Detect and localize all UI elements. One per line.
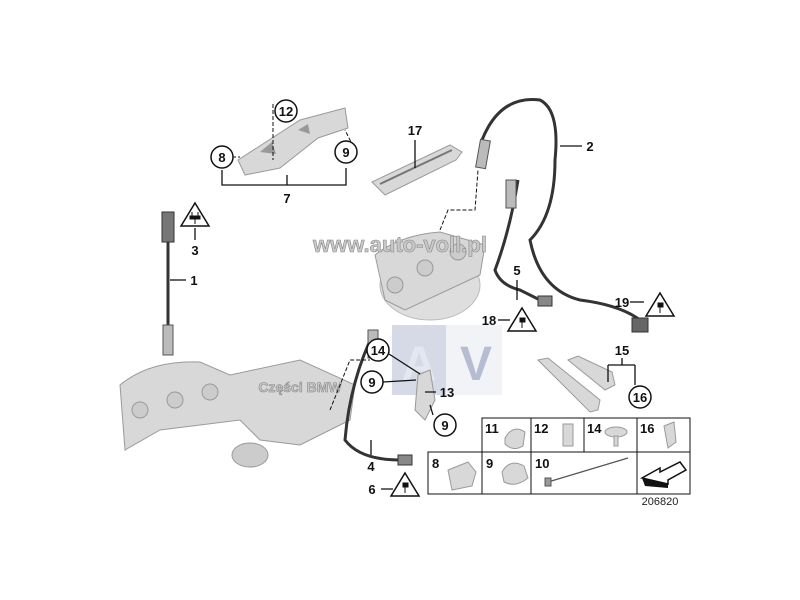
clip-16	[663, 421, 677, 449]
callout-17: 17	[408, 123, 422, 138]
callout-5: 5	[513, 263, 520, 278]
cable-tie-10	[547, 457, 629, 483]
table-label-11: 11	[485, 421, 499, 436]
clip-9	[501, 462, 529, 485]
site-watermark: www.auto-voll.pl	[312, 232, 487, 257]
oxygen-sensor-2	[475, 98, 649, 333]
oxygen-sensor-1	[161, 211, 175, 356]
table-label-8: 8	[432, 456, 439, 471]
exhaust-manifold-right	[374, 231, 486, 321]
warning-plug-triangle-icon	[506, 306, 538, 332]
parts-table: 11 12 14 16 8 9 10	[427, 417, 691, 495]
warning-plug-triangle-icon	[179, 201, 211, 227]
callout-9: 9	[342, 145, 349, 160]
callout-9: 9	[441, 418, 448, 433]
callout-4: 4	[367, 459, 375, 474]
callout-8: 8	[218, 150, 225, 165]
leader-lines	[170, 104, 644, 490]
direction-arrow-icon	[639, 461, 688, 488]
callout-15: 15	[615, 343, 629, 358]
callout-13: 13	[440, 385, 454, 400]
table-label-12: 12	[534, 421, 548, 436]
callout-1: 1	[190, 273, 197, 288]
callout-16: 16	[633, 390, 647, 405]
exhaust-manifold-left	[119, 359, 356, 468]
warning-plug-triangle-icon	[644, 291, 676, 317]
bracket-15	[536, 355, 616, 413]
callout-14: 14	[371, 343, 386, 358]
warning-plug-triangle-icon	[389, 471, 421, 497]
callout-12: 12	[279, 104, 293, 119]
callout-6: 6	[368, 482, 375, 497]
callout-3: 3	[191, 243, 198, 258]
clip-11	[504, 428, 526, 450]
table-label-10: 10	[535, 456, 549, 471]
callout-2: 2	[586, 139, 593, 154]
diagram-number: 206820	[642, 496, 679, 508]
callout-18: 18	[482, 313, 496, 328]
callout-7: 7	[283, 191, 290, 206]
clip-8	[447, 461, 477, 491]
brand-watermark: Części BMW	[258, 379, 342, 395]
av-logo-watermark: A V	[392, 325, 502, 395]
table-label-9: 9	[486, 456, 493, 471]
table-label-14: 14	[587, 421, 602, 436]
screw-14-shank	[613, 435, 619, 447]
bolt-12	[562, 423, 574, 447]
callout-19: 19	[615, 295, 629, 310]
oxygen-sensor-5	[493, 179, 553, 307]
bracket-part	[371, 144, 463, 196]
callout-9: 9	[368, 375, 375, 390]
table-label-16: 16	[640, 421, 654, 436]
logo-letter-v: V	[460, 338, 492, 391]
bracket-13	[414, 369, 436, 421]
